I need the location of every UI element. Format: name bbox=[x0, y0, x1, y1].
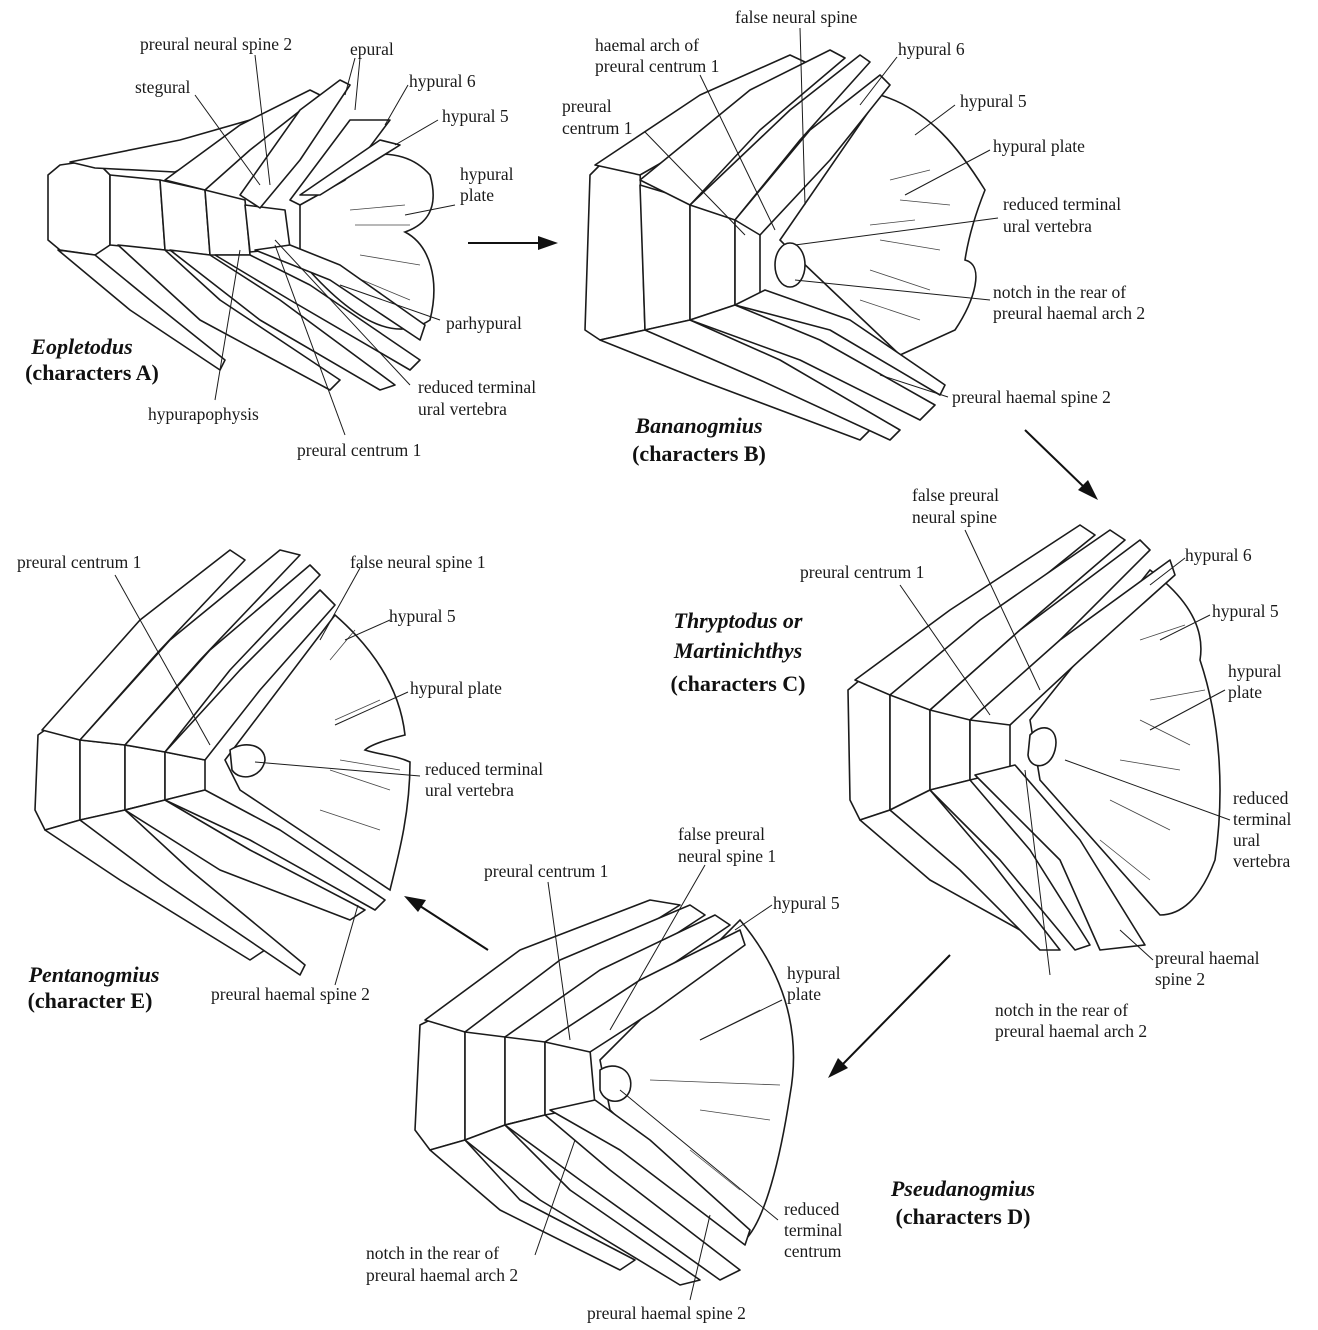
label-c-preural-centrum-1: preural centrum 1 bbox=[800, 562, 924, 582]
label-e-reduced-terminal-2: ural vertebra bbox=[425, 780, 514, 800]
label-c-hypural-plate-1: hypural bbox=[1228, 661, 1282, 681]
label-hypural-plate-1: hypural bbox=[460, 164, 514, 184]
panel-c-genus-line1: Thryptodus or bbox=[674, 608, 803, 633]
label-d-false-preural-2: neural spine 1 bbox=[678, 846, 776, 866]
arrow-a-to-b bbox=[468, 236, 558, 250]
label-c-preural-haemal-2: spine 2 bbox=[1155, 969, 1205, 989]
label-b-notch-2: preural haemal arch 2 bbox=[993, 303, 1145, 323]
panel-a-character: (characters A) bbox=[25, 360, 159, 385]
panel-a-genus: Eopletodus bbox=[30, 334, 132, 359]
label-c-false-preural-2: neural spine bbox=[912, 507, 997, 527]
label-d-reduced-3: centrum bbox=[784, 1241, 842, 1261]
label-c-reduced-4: vertebra bbox=[1233, 851, 1291, 871]
label-b-hypural-plate: hypural plate bbox=[993, 136, 1085, 156]
label-b-notch-1: notch in the rear of bbox=[993, 282, 1126, 302]
label-e-false-neural-spine-1: false neural spine 1 bbox=[350, 552, 486, 572]
panel-c-drawing bbox=[848, 525, 1220, 950]
label-b-preural-centrum-1a: preural bbox=[562, 96, 612, 116]
label-c-reduced-3: ural bbox=[1233, 830, 1260, 850]
label-d-preural-centrum-1: preural centrum 1 bbox=[484, 861, 608, 881]
panel-d-drawing bbox=[415, 900, 793, 1285]
label-stegural: stegural bbox=[135, 77, 191, 97]
label-d-hypural-5: hypural 5 bbox=[773, 893, 840, 913]
label-e-hypural-plate: hypural plate bbox=[410, 678, 502, 698]
panel-e-character: (character E) bbox=[28, 988, 153, 1013]
label-c-hypural-5: hypural 5 bbox=[1212, 601, 1279, 621]
label-c-reduced-2: terminal bbox=[1233, 809, 1291, 829]
label-e-preural-haemal-spine-2: preural haemal spine 2 bbox=[211, 984, 370, 1004]
arrow-c-to-d bbox=[828, 955, 950, 1078]
label-b-preural-haemal-spine-2: preural haemal spine 2 bbox=[952, 387, 1111, 407]
label-c-preural-haemal-1: preural haemal bbox=[1155, 948, 1260, 968]
label-reduced-terminal-2: ural vertebra bbox=[418, 399, 507, 419]
arrow-d-to-e bbox=[404, 896, 488, 950]
label-d-preural-haemal-spine-2: preural haemal spine 2 bbox=[587, 1303, 746, 1323]
label-b-reduced-terminal-1: reduced terminal bbox=[1003, 194, 1121, 214]
label-b-hypural-5: hypural 5 bbox=[960, 91, 1027, 111]
label-e-reduced-terminal-1: reduced terminal bbox=[425, 759, 543, 779]
label-d-hypural-plate-2: plate bbox=[787, 984, 821, 1004]
label-c-false-preural-1: false preural bbox=[912, 485, 999, 505]
label-b-preural-centrum-1b: centrum 1 bbox=[562, 118, 632, 138]
label-b-haemal-arch-2: preural centrum 1 bbox=[595, 56, 719, 76]
panel-b-character: (characters B) bbox=[632, 441, 766, 466]
label-preural-neural-spine-2: preural neural spine 2 bbox=[140, 34, 292, 54]
label-hypurapophysis: hypurapophysis bbox=[148, 404, 259, 424]
label-hypural-plate-2: plate bbox=[460, 185, 494, 205]
label-hypural-5: hypural 5 bbox=[442, 106, 509, 126]
panel-e-drawing bbox=[35, 550, 410, 975]
panel-c-genus-line2: Martinichthys bbox=[673, 638, 802, 663]
panel-b-genus: Bananogmius bbox=[634, 413, 762, 438]
label-b-reduced-terminal-2: ural vertebra bbox=[1003, 216, 1092, 236]
label-c-notch-2: preural haemal arch 2 bbox=[995, 1021, 1147, 1041]
label-d-reduced-1: reduced bbox=[784, 1199, 840, 1219]
label-d-notch-1: notch in the rear of bbox=[366, 1243, 499, 1263]
label-c-notch-1: notch in the rear of bbox=[995, 1000, 1128, 1020]
label-d-notch-2: preural haemal arch 2 bbox=[366, 1265, 518, 1285]
label-reduced-terminal-1: reduced terminal bbox=[418, 377, 536, 397]
label-d-false-preural-1: false preural bbox=[678, 824, 765, 844]
label-preural-centrum-1: preural centrum 1 bbox=[297, 440, 421, 460]
label-epural: epural bbox=[350, 39, 394, 59]
label-b-hypural-6: hypural 6 bbox=[898, 39, 965, 59]
label-hypural-6: hypural 6 bbox=[409, 71, 476, 91]
label-b-haemal-arch-1: haemal arch of bbox=[595, 35, 699, 55]
label-b-false-neural-spine: false neural spine bbox=[735, 7, 858, 27]
label-e-preural-centrum-1: preural centrum 1 bbox=[17, 552, 141, 572]
panel-e-genus: Pentanogmius bbox=[28, 962, 160, 987]
panel-d-character: (characters D) bbox=[896, 1204, 1031, 1229]
label-c-hypural-6: hypural 6 bbox=[1185, 545, 1252, 565]
arrow-b-to-c bbox=[1025, 430, 1098, 500]
panel-d-genus: Pseudanogmius bbox=[890, 1176, 1035, 1201]
label-parhypural: parhypural bbox=[446, 313, 522, 333]
label-c-reduced-1: reduced bbox=[1233, 788, 1289, 808]
panel-b-drawing bbox=[585, 50, 985, 440]
label-d-reduced-2: terminal bbox=[784, 1220, 842, 1240]
label-c-hypural-plate-2: plate bbox=[1228, 682, 1262, 702]
label-e-hypural-5: hypural 5 bbox=[389, 606, 456, 626]
label-d-hypural-plate-1: hypural bbox=[787, 963, 841, 983]
panel-c-character: (characters C) bbox=[671, 671, 806, 696]
